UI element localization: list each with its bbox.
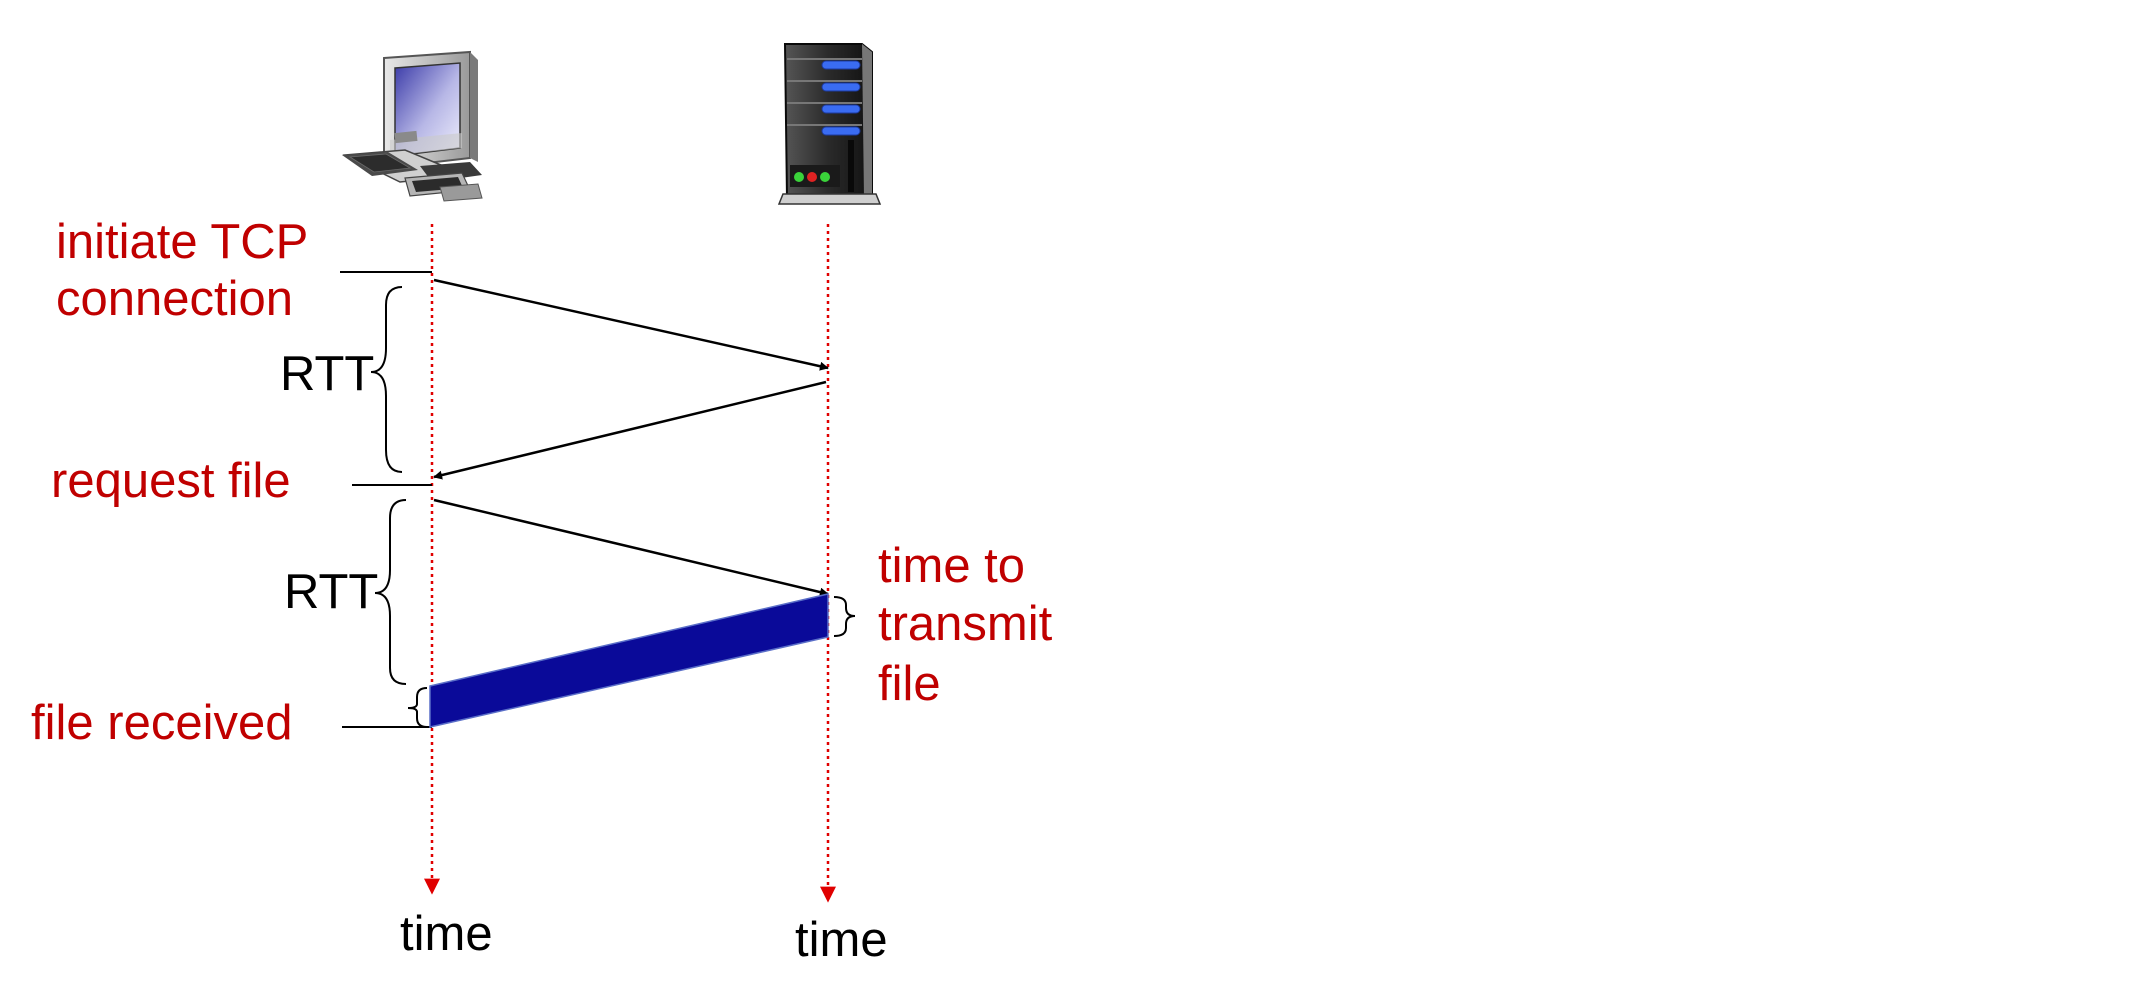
- syn-message-arrow: [433, 278, 829, 371]
- rtt-label-2: RTT: [284, 565, 378, 619]
- http-request-arrow: [433, 498, 829, 597]
- transmit-label: transmit: [878, 597, 1053, 651]
- file-received-brace: [407, 687, 428, 728]
- rtt-label-1: RTT: [280, 347, 374, 401]
- time-to-label: time to: [878, 539, 1025, 593]
- client-time-label: time: [400, 907, 493, 961]
- server-time-label: time: [795, 913, 888, 967]
- file-label: file: [878, 657, 941, 711]
- connection-label: connection: [56, 272, 293, 326]
- transmit-brace: [833, 596, 856, 637]
- synack-message-arrow: [433, 380, 827, 480]
- file-received-label: file received: [31, 696, 292, 750]
- initiate-tcp-label: initiate TCP: [56, 215, 308, 269]
- rtt-brace-1: [370, 286, 403, 473]
- rtt-brace-2: [374, 499, 407, 685]
- file-transfer-band: [429, 593, 829, 728]
- server-tower-icon: [777, 43, 882, 205]
- request-file-label: request file: [51, 454, 291, 508]
- desktop-computer-icon: [342, 50, 483, 202]
